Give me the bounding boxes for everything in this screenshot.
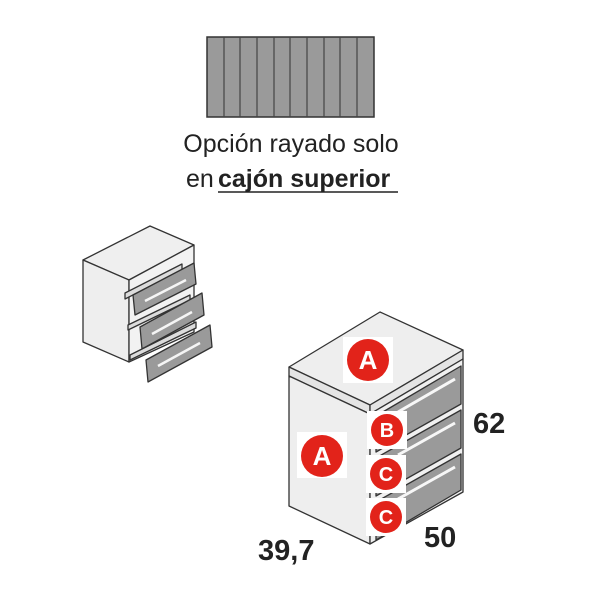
badge-drawer-c-middle-letter: C [379,464,393,486]
badge-top-a-letter: A [359,345,378,375]
badge-side-a-letter: A [313,441,332,471]
badge-drawer-c-middle: C [366,455,406,493]
badge-drawer-b-letter: B [380,420,394,442]
caption-line-2-prefix: en [186,165,214,193]
badge-top-a: A [343,337,393,383]
badge-side-a: A [297,432,347,478]
caption-line-1: Opción rayado solo [183,130,398,158]
main-nightstand [288,311,464,545]
badge-drawer-b: B [367,411,407,449]
caption-line-2-emphasis: cajón superior [218,165,391,193]
badge-drawer-c-bottom-letter: C [379,507,393,529]
dimension-depth: 39,7 [258,535,314,567]
badge-drawer-c-bottom: C [366,498,406,536]
dimension-width: 50 [424,522,456,554]
dimension-height: 62 [473,408,505,440]
striped-panel-swatch [206,36,375,118]
small-nightstand [82,225,213,383]
